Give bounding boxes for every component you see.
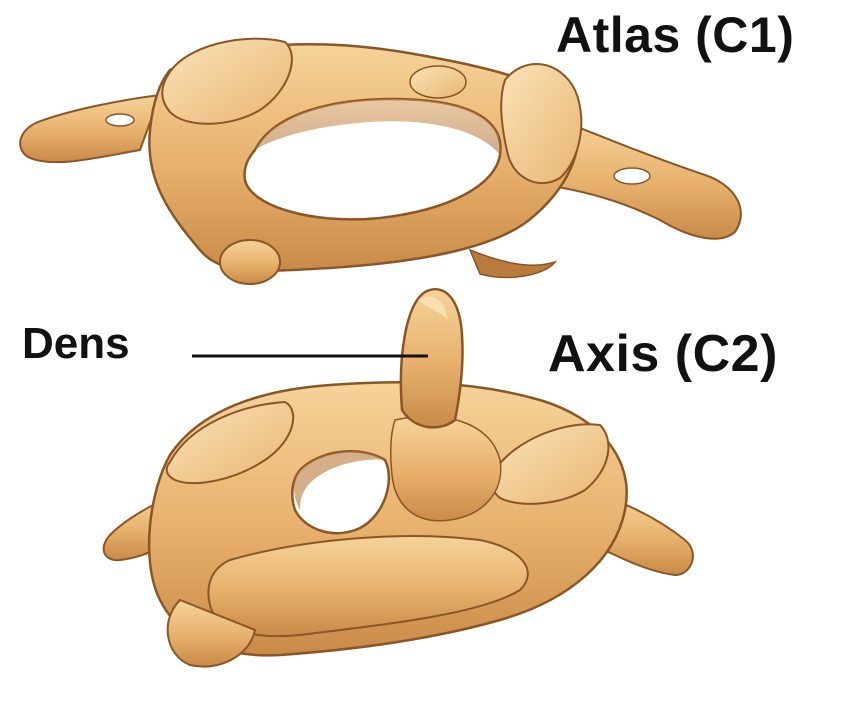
atlas-left-foramen bbox=[106, 114, 134, 126]
axis-dens bbox=[401, 289, 463, 427]
atlas-posterior-facet bbox=[410, 66, 466, 98]
atlas-right-foramen bbox=[614, 168, 650, 184]
atlas-label: Atlas (C1) bbox=[556, 10, 794, 60]
atlas-right-facet bbox=[501, 64, 581, 183]
dens-label: Dens bbox=[22, 322, 130, 366]
atlas-underside bbox=[470, 250, 555, 277]
axis-label: Axis (C2) bbox=[548, 328, 778, 380]
atlas-anterior-tubercle bbox=[220, 240, 280, 284]
atlas-vertebra bbox=[20, 39, 741, 284]
atlas-left-transverse-process bbox=[20, 95, 160, 162]
